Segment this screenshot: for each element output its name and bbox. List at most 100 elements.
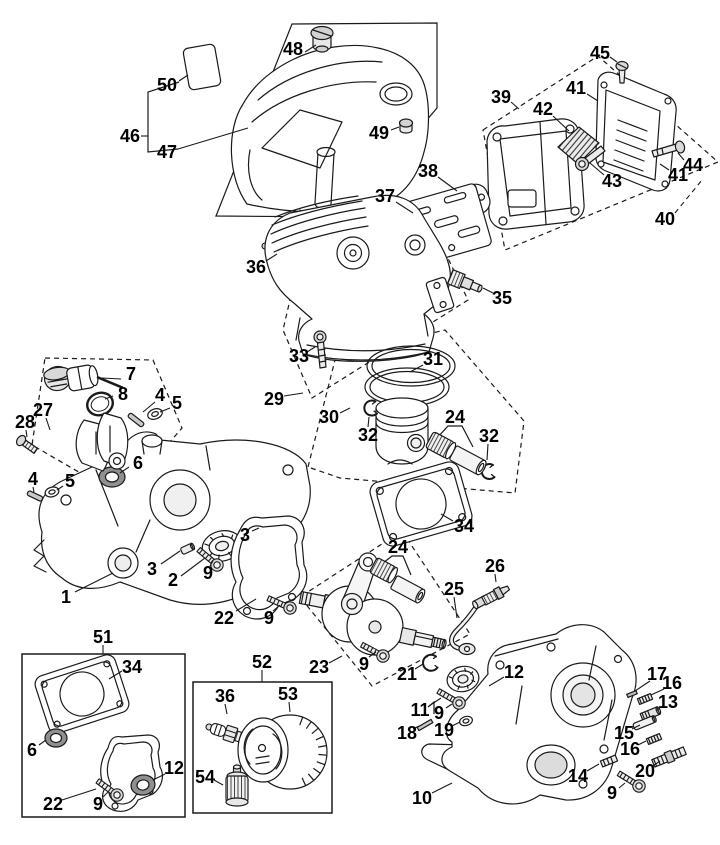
part-25-oil-line xyxy=(449,595,489,656)
part-label-23: 23 xyxy=(309,657,329,677)
part-35-decompression-valve xyxy=(446,269,483,293)
leader-line-54 xyxy=(213,779,224,786)
part-label-19: 19 xyxy=(434,720,454,740)
leader-line-36 xyxy=(265,253,278,262)
part-label-16: 16 xyxy=(662,673,682,693)
leader-line-8 xyxy=(104,395,114,400)
leader-line-45 xyxy=(609,56,618,63)
leader-line-19 xyxy=(451,721,461,727)
leader-line-40 xyxy=(674,179,703,214)
part-24-crank-pin xyxy=(390,575,426,604)
part-label-34: 34 xyxy=(454,516,474,536)
leader-line-4 xyxy=(32,486,35,493)
leader-line-35 xyxy=(482,287,494,294)
part-45-cover-screw xyxy=(615,60,629,84)
leader-line-15 xyxy=(631,724,641,730)
part-label-24: 24 xyxy=(445,407,465,427)
part-label-22: 22 xyxy=(43,794,63,814)
part-54-fuel-filter xyxy=(225,764,249,807)
part-label-3: 3 xyxy=(147,559,157,579)
group-outline-crankshaft-group-23 xyxy=(299,530,471,687)
part-label-13: 13 xyxy=(658,692,678,712)
part-5-washer xyxy=(44,486,60,498)
part-34-cylinder-gasket xyxy=(369,461,473,547)
part-24-needle-cage xyxy=(425,431,457,460)
leader-line-11 xyxy=(428,697,442,707)
leader-line-26 xyxy=(494,573,497,583)
part-7-oil-pump xyxy=(43,364,124,392)
part-label-37: 37 xyxy=(375,186,395,206)
part-label-41: 41 xyxy=(668,165,688,185)
leader-line-22 xyxy=(235,598,257,612)
group-outline-bracket-24-crank xyxy=(382,555,412,576)
part-label-39: 39 xyxy=(491,87,511,107)
part-label-4: 4 xyxy=(155,385,165,405)
part-label-14: 14 xyxy=(568,766,588,786)
leader-line-28 xyxy=(25,429,28,438)
leader-line-13 xyxy=(655,706,662,712)
part-label-5: 5 xyxy=(65,471,75,491)
part-label-8: 8 xyxy=(118,384,128,404)
part-4-pin xyxy=(26,490,44,502)
leader-line-33 xyxy=(306,346,316,353)
leader-line-16 xyxy=(637,740,647,746)
part-41-muffler-shell-rear xyxy=(595,71,677,192)
part-label-44: 44 xyxy=(683,155,703,175)
part-label-18: 18 xyxy=(397,723,417,743)
part-label-43: 43 xyxy=(602,171,622,191)
part-label-12: 12 xyxy=(504,662,524,682)
part-label-7: 7 xyxy=(126,364,136,384)
part-18-pin xyxy=(416,718,434,732)
part-42-spark-arrester-screen xyxy=(557,126,600,165)
part-48-twist-lock xyxy=(310,25,334,53)
part-label-9: 9 xyxy=(359,654,369,674)
leader-line-6 xyxy=(119,466,130,474)
leader-line-6 xyxy=(38,739,47,746)
parts-illustration xyxy=(15,25,687,812)
part-34-cylinder-gasket-kit xyxy=(34,654,130,734)
leader-line-1 xyxy=(74,572,114,593)
part-30-piston xyxy=(375,397,429,465)
leader-line-32 xyxy=(367,416,370,428)
leader-line-41 xyxy=(586,93,599,102)
part-label-22: 22 xyxy=(214,608,234,628)
part-label-21: 21 xyxy=(397,664,417,684)
part-20-collar-stud xyxy=(651,746,687,768)
part-label-41: 41 xyxy=(566,78,586,98)
part-label-36: 36 xyxy=(246,257,266,277)
part-label-30: 30 xyxy=(319,407,339,427)
leader-line-12 xyxy=(152,773,166,781)
part-label-9: 9 xyxy=(264,608,274,628)
part-label-15: 15 xyxy=(614,723,634,743)
part-44-muffler-bolt xyxy=(651,140,686,158)
part-50-label-sticker xyxy=(182,43,222,91)
leader-line-34 xyxy=(440,513,454,522)
part-16-stud xyxy=(636,692,654,706)
part-label-54: 54 xyxy=(195,767,215,787)
part-53-air-filter xyxy=(237,714,328,790)
part-6-oil-seal-kit xyxy=(44,728,68,748)
leader-line-9 xyxy=(272,604,281,612)
leader-line-27 xyxy=(45,417,51,431)
part-label-17: 17 xyxy=(647,664,667,684)
part-label-1: 1 xyxy=(61,587,71,607)
part-label-9: 9 xyxy=(434,703,444,723)
part-label-53: 53 xyxy=(278,684,298,704)
part-19-washer xyxy=(459,715,473,727)
part-3-dowel-pin xyxy=(180,542,196,555)
part-label-33: 33 xyxy=(289,346,309,366)
group-outline-bracket-46 xyxy=(147,81,180,153)
leader-line-7 xyxy=(101,377,122,380)
part-label-9: 9 xyxy=(93,794,103,814)
part-22-crankcase-gasket xyxy=(230,515,308,620)
part-label-16: 16 xyxy=(620,739,640,759)
part-12-grooved-ball-bearing xyxy=(446,665,480,693)
part-28-tensioner-screw xyxy=(15,434,39,454)
part-10-crankcase-half-clutch-side xyxy=(421,624,637,805)
leader-line-16 xyxy=(650,688,665,696)
leader-line-42 xyxy=(552,115,570,132)
part-5-washer xyxy=(147,408,163,420)
leader-line-49 xyxy=(390,126,400,131)
